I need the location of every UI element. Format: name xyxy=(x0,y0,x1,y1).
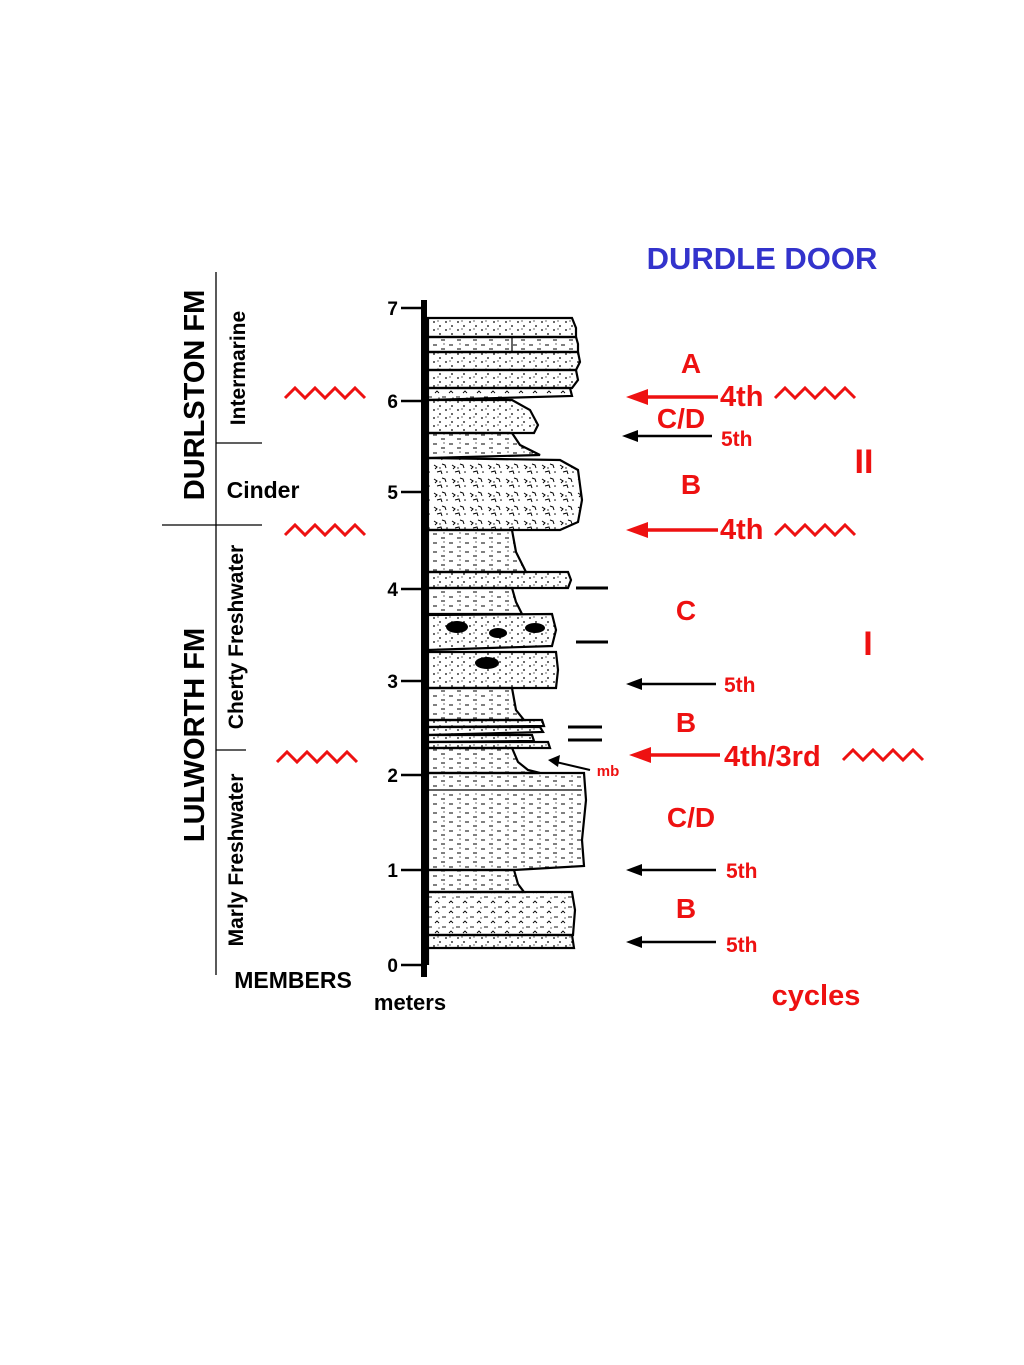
tick-label-5: 5 xyxy=(387,483,398,504)
order-label-4th-middle: 4th xyxy=(720,514,764,546)
cycle-letter-b-lower: B xyxy=(676,893,696,924)
bed-intermarine-5 xyxy=(426,335,580,354)
megacycle-label-ii: II xyxy=(855,443,874,481)
member-label-intermarine: Intermarine xyxy=(227,311,250,425)
unconformity-mark-upper xyxy=(283,385,367,401)
bed-cherty-shale-top xyxy=(426,528,528,574)
bed-marly-thick xyxy=(426,771,588,872)
bed-cinder xyxy=(426,456,584,532)
cycle-arrow-4th-upper xyxy=(626,389,718,405)
formation-label-lulworth: LULWORTH FM xyxy=(179,628,211,842)
tick-label-6: 6 xyxy=(387,392,398,413)
cycle-letter-cd-lower: C/D xyxy=(667,802,715,833)
unconformity-mark-middle xyxy=(283,522,367,538)
megacycle-label-i: I xyxy=(863,625,872,663)
order-label-5th-lower: 5th xyxy=(726,860,758,883)
lithologic-column xyxy=(426,316,588,965)
unconformity-marks-right xyxy=(773,385,925,763)
cycle-arrow-5th-lower xyxy=(626,864,716,876)
bed-intermarine-2 xyxy=(426,386,574,402)
order-label-4th3rd: 4th/3rd xyxy=(724,741,821,773)
bed-thin-2 xyxy=(426,733,536,744)
bed-intermarine-top xyxy=(426,316,578,339)
members-footer-label: MEMBERS xyxy=(234,967,352,993)
tick-label-7: 7 xyxy=(387,299,398,320)
scale-unit-label: meters xyxy=(374,990,446,1015)
cycle-letters: A C/D B C B C/D B xyxy=(657,348,715,924)
cycle-letter-cd-upper: C/D xyxy=(657,403,705,434)
formation-label-durlston: DURLSTON FM xyxy=(179,290,211,501)
cycle-arrow-5th-middle xyxy=(626,678,716,690)
bed-marly-shale xyxy=(426,868,527,894)
bed-intermarine-4 xyxy=(426,350,582,372)
bed-cherty-shale-upper xyxy=(426,586,524,616)
tick-label-3: 3 xyxy=(387,672,398,693)
order-label-5th-upper: 5th xyxy=(721,428,753,451)
bed-marly-lower xyxy=(426,890,577,937)
bed-cherty-chert-lower xyxy=(426,650,560,690)
chert-nodules xyxy=(446,621,545,669)
tick-label-4: 4 xyxy=(387,580,398,601)
bed-intermarine-shale xyxy=(426,431,541,460)
member-label-cherty-freshwater: Cherty Freshwater xyxy=(225,545,248,729)
scale-ticks xyxy=(401,306,424,967)
unconformity-mark-lower xyxy=(275,749,359,765)
bed-thin-3 xyxy=(426,725,545,737)
unconformity-marks-left xyxy=(275,385,367,765)
cycle-letter-a: A xyxy=(681,348,701,379)
formation-bracket-lines xyxy=(162,272,262,975)
cycle-arrow-5th-base xyxy=(626,936,716,948)
tick-label-0: 0 xyxy=(387,956,398,977)
order-label-4th-upper: 4th xyxy=(720,381,764,413)
bed-cherty-shale xyxy=(426,686,527,722)
bed-thin-1 xyxy=(426,740,552,750)
bed-marly-base xyxy=(426,933,576,965)
cycle-arrow-5th-upper xyxy=(622,430,712,442)
page-title: DURDLE DOOR xyxy=(647,241,878,276)
scale-tick-labels: 0 1 2 3 4 5 6 7 xyxy=(387,299,398,977)
mb-arrow xyxy=(548,755,591,771)
bed-intermarine-1 xyxy=(426,398,540,435)
cycle-letter-b-upper: B xyxy=(681,469,701,500)
cycle-letter-b-middle: B xyxy=(676,707,696,738)
tick-label-1: 1 xyxy=(387,861,398,882)
bed-thin-4 xyxy=(426,718,546,729)
member-label-cinder: Cinder xyxy=(227,477,300,503)
cycles-footer-label: cycles xyxy=(772,980,861,1012)
order-label-5th-base: 5th xyxy=(726,934,758,957)
bed-cherty-shale-lower xyxy=(426,746,541,775)
bed-cherty-top xyxy=(426,570,573,590)
cycle-arrow-4th3rd xyxy=(629,747,720,763)
cycle-letter-c: C xyxy=(676,595,696,626)
mb-label: mb xyxy=(597,763,620,780)
order-label-5th-middle: 5th xyxy=(724,674,756,697)
marker-bars xyxy=(568,586,608,742)
member-label-marly-freshwater: Marly Freshwater xyxy=(225,774,248,947)
cycle-arrow-4th-middle xyxy=(626,522,718,538)
bed-intermarine-3 xyxy=(426,368,580,390)
cycle-order-labels: 4th 5th 4th 5th 4th/3rd 5th 5th xyxy=(720,381,821,957)
tick-label-2: 2 xyxy=(387,766,398,787)
